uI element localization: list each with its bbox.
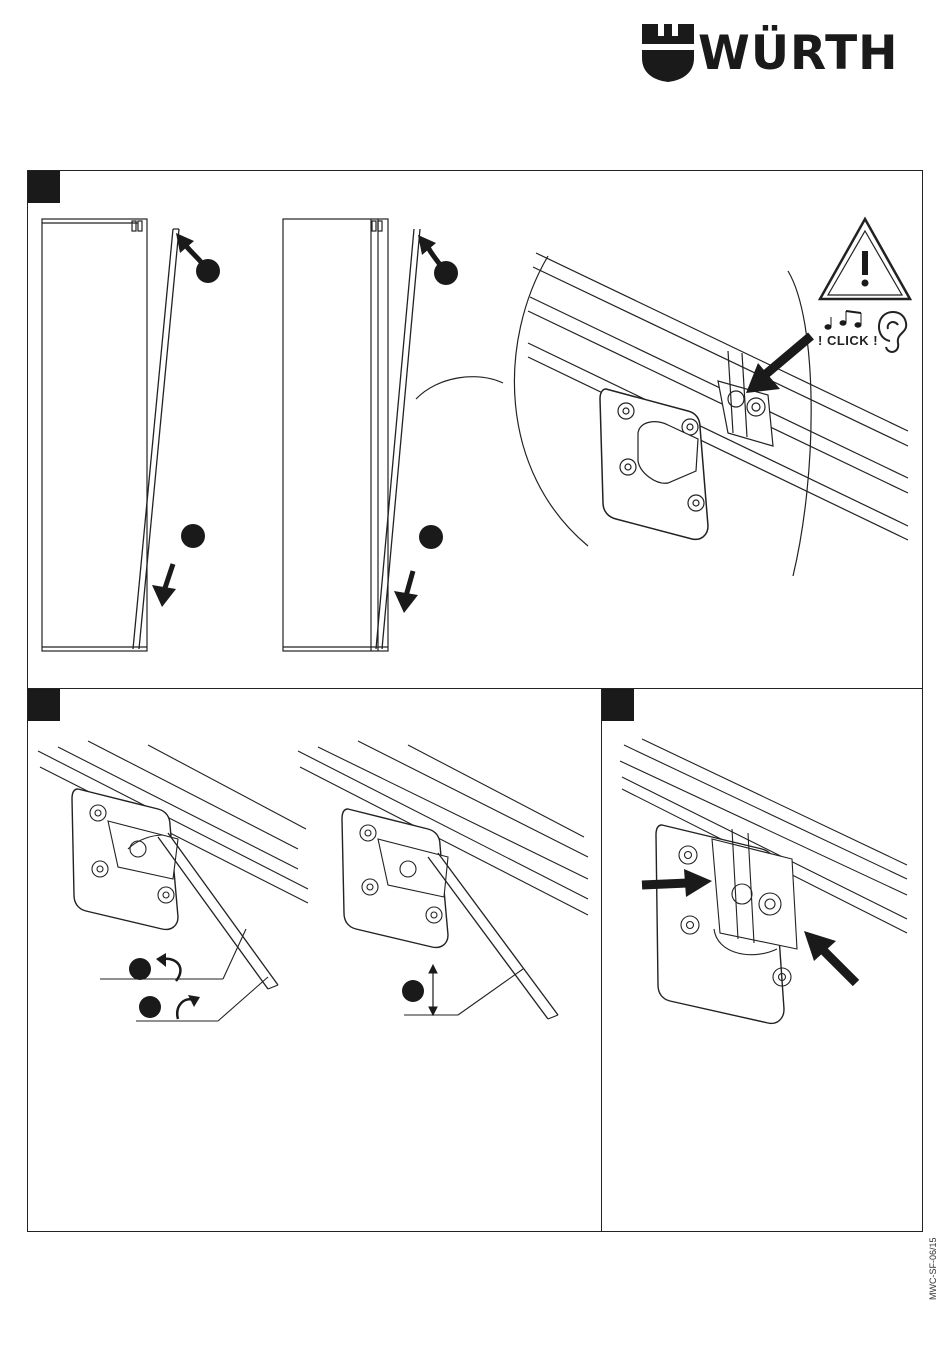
push-arrow-right-icon bbox=[804, 931, 856, 983]
ear-icon bbox=[879, 312, 906, 352]
document-code: MWC-SF-06/15 bbox=[928, 1240, 938, 1300]
wurth-logo-mark bbox=[640, 22, 696, 84]
step-marker-2-left-a bbox=[129, 958, 151, 980]
step-2-illustration bbox=[28, 689, 604, 1233]
panel-step-3 bbox=[601, 688, 923, 1232]
up-down-arrow-icon bbox=[429, 965, 437, 1015]
click-sound-label: ! CLICK ! bbox=[818, 333, 878, 348]
step-3-illustration bbox=[602, 689, 924, 1233]
step-marker-2b bbox=[419, 525, 443, 549]
step-1-illustration bbox=[28, 171, 924, 691]
cabinet-2-outline bbox=[283, 219, 388, 651]
down-arrow-1-icon bbox=[152, 564, 176, 607]
wurth-logo: WÜRTH bbox=[640, 22, 925, 84]
warning-triangle-icon bbox=[820, 219, 910, 299]
down-arrow-2-icon bbox=[394, 571, 418, 613]
step-marker-1a bbox=[196, 259, 220, 283]
step-marker-1b bbox=[181, 524, 205, 548]
cabinet-1-outline bbox=[42, 219, 147, 651]
step-marker-2-left-b bbox=[139, 996, 161, 1018]
rotate-cw-icon bbox=[177, 995, 200, 1019]
panel-step-2 bbox=[27, 688, 603, 1232]
music-notes-icon bbox=[825, 311, 861, 329]
panel-step-1: ! CLICK ! bbox=[27, 170, 923, 690]
step-marker-2-right bbox=[402, 980, 424, 1002]
step-marker-2a bbox=[434, 261, 458, 285]
brand-name: WÜRTH bbox=[698, 26, 898, 82]
rotate-ccw-icon bbox=[156, 953, 180, 981]
